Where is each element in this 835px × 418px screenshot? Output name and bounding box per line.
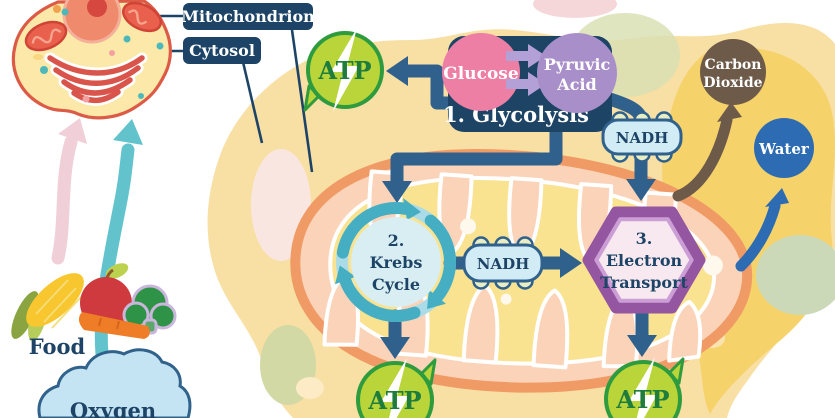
oxygen-label: Oxygen xyxy=(70,398,156,418)
endoplasmic-reticulum xyxy=(44,52,148,106)
electron-transport-hexagon-inner xyxy=(594,217,694,303)
broccoli xyxy=(122,284,177,335)
corn-kernel-lines xyxy=(35,279,83,329)
pale-green-blob-right xyxy=(756,235,835,315)
carbon-dioxide-arrow xyxy=(672,102,742,202)
carrot-lines xyxy=(98,317,120,330)
krebs-label-line2: Krebs xyxy=(370,253,423,272)
krebs-label-line3: Cycle xyxy=(372,275,420,294)
nadh-pill xyxy=(601,118,683,156)
mito-dot xyxy=(460,218,477,235)
nadh-badge-middle: NADH xyxy=(462,236,544,290)
cell-mitochondrion-1 xyxy=(24,20,68,52)
carbon-dioxide-node: Carbon Dioxide xyxy=(700,39,766,105)
food-arrow xyxy=(51,118,87,265)
atp-badge-krebs: ATP xyxy=(356,358,437,418)
atp-label: ATP xyxy=(367,386,421,415)
cloud-shape xyxy=(37,348,192,418)
krebs-label-line1: 2. xyxy=(388,231,405,250)
food-label: Food xyxy=(29,334,86,359)
krebs-cycle-stage: 2. Krebs Cycle xyxy=(335,198,457,322)
pyruvic-acid-label-line1: Pyruvic xyxy=(544,55,611,74)
nadh-label: NADH xyxy=(477,255,530,273)
pyruvic-acid-node xyxy=(537,33,617,113)
water-arrow xyxy=(735,188,789,272)
electron-transport-label-line1: 3. xyxy=(636,229,653,248)
mitochondrion-pointer-line-diagram xyxy=(290,29,314,173)
cytosol-label: Cytosol xyxy=(189,41,255,60)
arrow-glycolysis-to-krebs xyxy=(390,124,563,191)
mito-dot xyxy=(702,255,723,276)
mitochondrion-label: Mitochondrion xyxy=(181,7,315,26)
krebs-circle xyxy=(351,217,441,307)
mito-dot xyxy=(500,293,512,305)
cytosol-label-box: Cytosol xyxy=(183,37,261,64)
arrow-glycolysis-to-atp xyxy=(397,64,459,110)
nucleolus xyxy=(87,0,107,17)
atp-label: ATP xyxy=(317,56,371,85)
glucose-label: Glucose xyxy=(443,64,519,84)
water-label: Water xyxy=(758,140,810,158)
nadh-pill xyxy=(462,243,544,283)
electron-transport-label-line3: Transport xyxy=(600,273,688,292)
mitochondrion-label-box: Mitochondrion xyxy=(181,3,315,30)
pink-patch-top xyxy=(533,0,617,18)
krebs-cycle-arrows xyxy=(336,202,457,322)
cytosol-pointer-line-diagram xyxy=(241,61,264,144)
cell-illustration xyxy=(11,0,172,120)
atp-badge-glycolysis: ATP xyxy=(303,28,384,112)
food-illustration: Food xyxy=(11,263,177,359)
pyruvic-acid-label-line2: Acid xyxy=(556,75,596,94)
nadh-label: NADH xyxy=(616,129,669,147)
carbon-dioxide-label-line2: Dioxide xyxy=(703,75,762,91)
atp-badge-electron-transport: ATP xyxy=(604,357,685,418)
atp-label: ATP xyxy=(615,385,669,414)
apple-leaf xyxy=(105,263,129,279)
glucose-node xyxy=(442,33,520,111)
electron-transport-hexagon xyxy=(582,206,706,314)
cell-dots xyxy=(33,5,164,103)
light-spot xyxy=(296,377,324,399)
electron-transport-label-line2: Electron xyxy=(606,251,683,270)
cell-mitochondrion-2 xyxy=(122,1,162,33)
water-node: Water xyxy=(754,118,814,178)
lightning-bolt-icon xyxy=(331,28,359,112)
oxygen-cloud: Oxygen xyxy=(37,348,192,418)
carrot xyxy=(78,312,150,339)
nadh-badge-upper: NADH xyxy=(601,111,683,163)
lightning-bolt-icon xyxy=(381,358,409,418)
glycolysis-stage: 1. Glycolysis Glucose Pyruvic Acid xyxy=(442,33,617,132)
lightning-bolt-icon xyxy=(629,357,657,418)
flow-arrowheads xyxy=(380,56,657,359)
corn xyxy=(26,273,84,327)
electron-transport-stage: 3. Electron Transport xyxy=(582,206,706,314)
carbon-dioxide-label-line1: Carbon xyxy=(705,57,762,73)
glucose-to-pyruvic-arrows xyxy=(506,44,546,96)
krebs-cycle-arrowheads xyxy=(335,198,446,309)
